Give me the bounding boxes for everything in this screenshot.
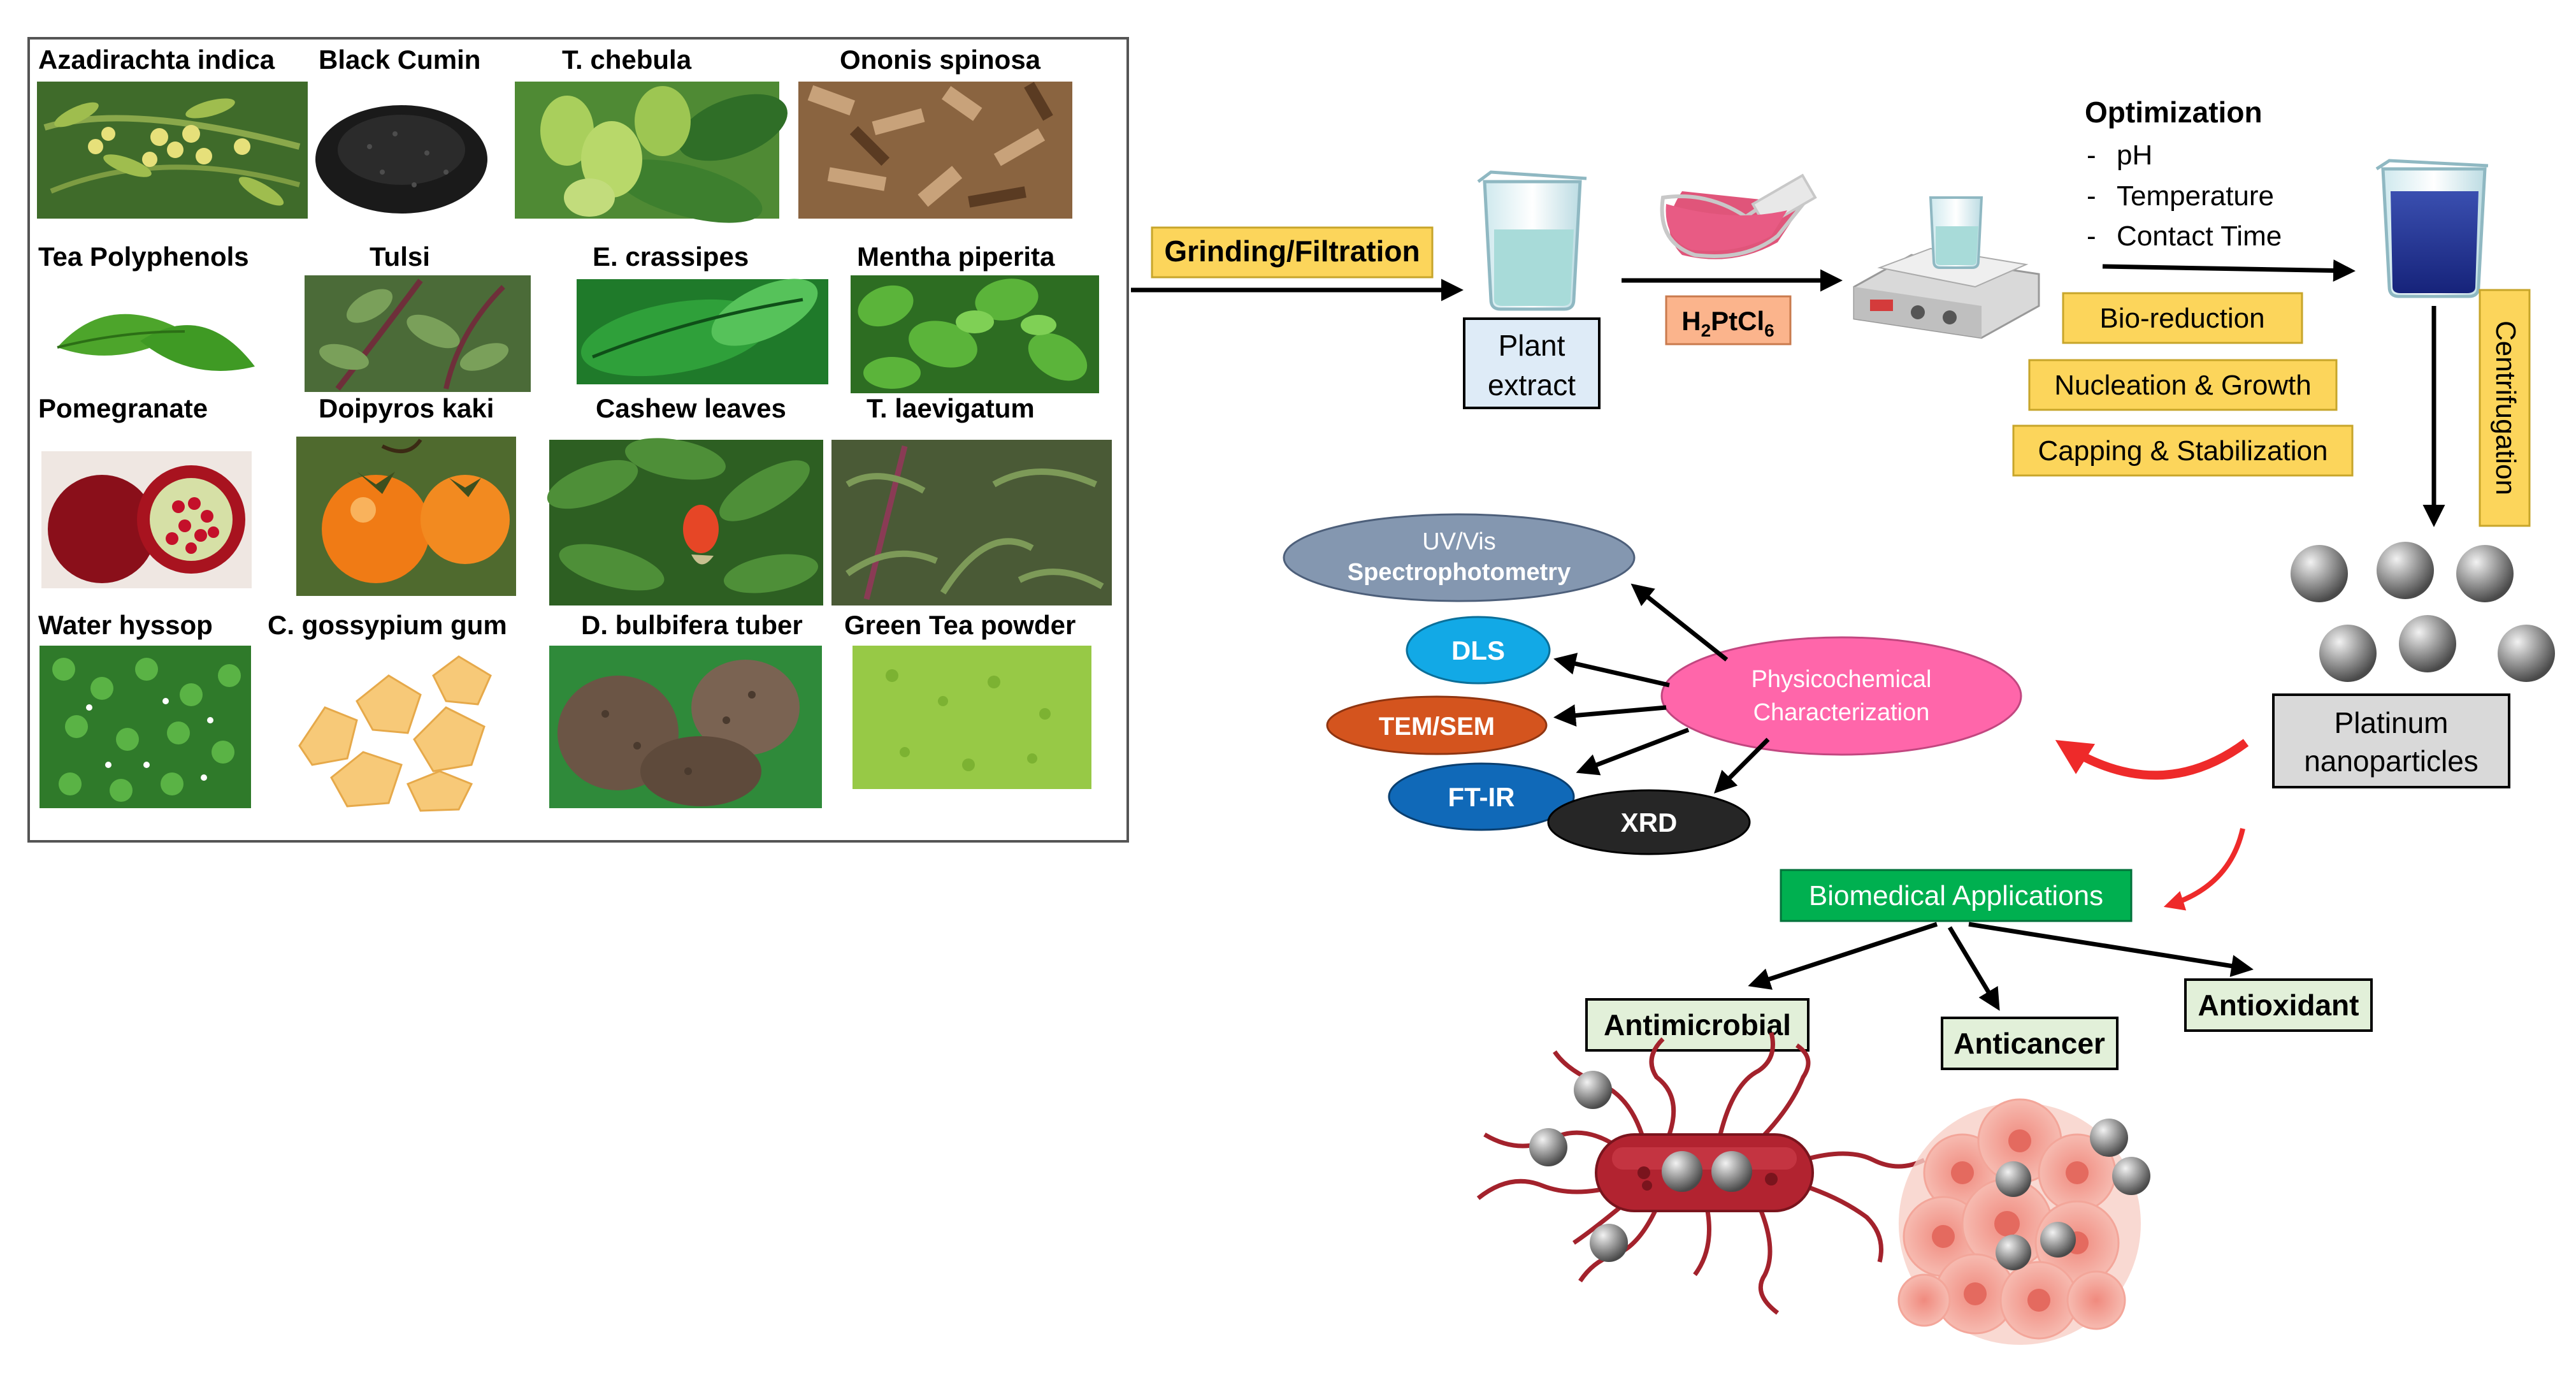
plant-label: C. gossypium gum: [268, 610, 507, 640]
centrifugation-box: [2479, 289, 2531, 527]
nanoparticle: [2319, 625, 2377, 682]
centrifugation-label: Centrifugation: [2490, 321, 2521, 495]
plant-label: Doipyros kaki: [319, 393, 494, 423]
dls-label: DLS: [1451, 635, 1505, 665]
biomedical-applications-box: [1780, 869, 2133, 922]
characterization-label-2: Characterization: [1753, 699, 1930, 726]
uvvis-node: [1283, 513, 1636, 602]
optimization-item-temperature: Temperature: [2117, 180, 2274, 212]
application-arrows: [1748, 922, 2254, 1011]
red-arrow-to-characterization: [2055, 739, 2249, 780]
plant-label: E. crassipes: [593, 242, 749, 272]
nanoparticle: [2291, 545, 2348, 602]
bio-reduction-label: Bio-reduction: [2099, 303, 2264, 334]
plant-label: D. bulbifera tuber: [581, 610, 803, 640]
plant-panel: Azadirachta indica Black Cumin T. chebul…: [27, 37, 1129, 843]
plant-image-neem: [37, 82, 308, 219]
bio-reduction-box: [2062, 292, 2303, 344]
plant-extract-label-2: extract: [1488, 368, 1576, 402]
optimization-bullet: -: [2087, 180, 2096, 212]
precursor-label: H2PtCl6: [1681, 306, 1774, 340]
antioxidant-label: Antioxidant: [2198, 989, 2359, 1022]
platinum-nanoparticles-label-1: Platinum: [2335, 706, 2449, 739]
temsem-node: [1326, 695, 1548, 755]
platinum-nanoparticles-label-2: nanoparticles: [2304, 744, 2479, 778]
plant-label: Water hyssop: [38, 610, 213, 640]
plant-label: Tea Polyphenols: [38, 242, 249, 272]
optimization-bullet: -: [2087, 140, 2096, 171]
plant-image-gossypium-gum: [280, 646, 510, 815]
plant-extract-label-1: Plant: [1499, 329, 1565, 362]
plant-image-tea-polyphenols: [37, 280, 263, 389]
temsem-label: TEM/SEM: [1379, 713, 1495, 741]
nanoparticle-cluster: [2291, 542, 2555, 682]
plant-image-cashew: [547, 438, 823, 605]
plant-label: T. chebula: [562, 45, 692, 75]
plant-label: Cashew leaves: [596, 393, 786, 423]
capping-stabilization-label: Capping & Stabilization: [2038, 435, 2328, 467]
biomedical-applications-label: Biomedical Applications: [1809, 880, 2103, 911]
arrow-stirrer-to-beaker: [2102, 259, 2356, 282]
dls-node: [1406, 616, 1551, 685]
nanoparticle: [2377, 542, 2434, 599]
plant-label: Azadirachta indica: [38, 45, 275, 75]
plant-label: Mentha piperita: [857, 242, 1055, 272]
optimization-item-contact-time: Contact Time: [2117, 221, 2282, 252]
hot-plate-stirrer-icon: [1853, 196, 2040, 339]
plant-label: Green Tea powder: [844, 610, 1076, 640]
plant-image-green-tea-powder: [853, 646, 1091, 789]
characterization-label-1: Physicochemical: [1752, 666, 1932, 693]
plant-image-persimmon: [296, 437, 516, 596]
plant-image-pomegranate: [41, 451, 252, 588]
plant-label: T. laevigatum: [867, 393, 1035, 423]
plant-image-black-cumin: [312, 82, 491, 219]
nucleation-growth-label: Nucleation & Growth: [2054, 370, 2312, 401]
anticancer-box: [1941, 1017, 2119, 1070]
antioxidant-box: [2184, 978, 2373, 1032]
plant-label: Black Cumin: [319, 45, 480, 75]
xrd-node: [1547, 789, 1751, 855]
nanoparticle: [2456, 545, 2514, 602]
optimization-title: Optimization: [2085, 96, 2263, 129]
platinum-nanoparticles-box: [2272, 693, 2510, 788]
antimicrobial-label: Antimicrobial: [1604, 1008, 1791, 1041]
plant-image-t-laevigatum: [831, 440, 1112, 605]
uvvis-label-2: Spectrophotometry: [1348, 559, 1571, 586]
plant-image-ononis-spinosa: [798, 82, 1072, 219]
grinding-filtration-box: [1151, 226, 1434, 279]
plant-label: Pomegranate: [38, 393, 208, 423]
cancer-cell-icon: [1897, 1098, 2150, 1345]
plant-image-water-hyssop: [40, 646, 251, 808]
physicochemical-characterization-node: [1660, 636, 2022, 756]
plant-image-t-chebula: [515, 82, 788, 223]
dark-beaker-icon: [2375, 159, 2489, 298]
xrd-label: XRD: [1621, 808, 1678, 837]
plant-label: Ononis spinosa: [840, 45, 1041, 75]
plant-image-d-bulbifera-tuber: [549, 646, 822, 808]
capping-stabilization-box: [2012, 424, 2354, 477]
nucleation-growth-box: [2028, 359, 2338, 411]
optimization-bullet: -: [2087, 221, 2096, 252]
ftir-label: FT-IR: [1448, 782, 1515, 812]
uvvis-label-1: UV/Vis: [1422, 528, 1495, 555]
plant-image-mentha-piperita: [851, 275, 1099, 393]
plant-label: Tulsi: [370, 242, 430, 272]
grinding-filtration-label: Grinding/Filtration: [1164, 235, 1420, 268]
red-arrow-to-applications: [2163, 828, 2245, 911]
ftir-node: [1388, 762, 1575, 831]
flask-icon: [1660, 173, 1817, 259]
plant-extract-box: [1463, 317, 1601, 409]
optimization-item-ph: pH: [2117, 140, 2152, 171]
nanoparticle: [2399, 615, 2456, 672]
anticancer-label: Anticancer: [1954, 1027, 2105, 1060]
nanoparticle: [2498, 625, 2555, 682]
bacterium-icon: [1476, 1032, 1925, 1315]
plant-image-e-crassipes: [577, 279, 828, 384]
beaker-icon: [1477, 170, 1587, 311]
characterization-arrows: [1553, 583, 1770, 794]
precursor-box: [1665, 295, 1792, 345]
plant-image-tulsi: [305, 275, 531, 392]
